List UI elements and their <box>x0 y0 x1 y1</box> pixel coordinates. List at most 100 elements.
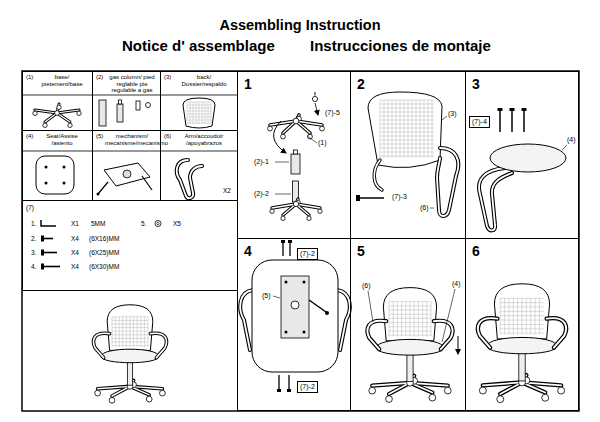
leader-line <box>307 136 317 143</box>
arm-part <box>240 290 253 350</box>
gas-cylinder <box>117 104 123 122</box>
mesh-line <box>122 317 123 347</box>
caster <box>312 96 317 101</box>
chair-arm <box>367 321 386 349</box>
mesh-line <box>410 302 411 337</box>
part-cell: (6)Arm/accoudoir /apoyabrazosX2 <box>160 130 238 201</box>
caster <box>77 111 81 115</box>
arm-part-inner <box>437 148 458 216</box>
insert-arrow <box>458 336 459 354</box>
mesh-line <box>380 100 381 158</box>
mesh-line <box>380 116 434 117</box>
leader-line <box>442 116 447 120</box>
mesh-line <box>539 298 540 334</box>
chair-back <box>494 284 549 339</box>
mesh-line <box>389 310 431 311</box>
caster <box>307 216 311 220</box>
mesh-line <box>389 318 431 319</box>
hex-key <box>41 220 56 226</box>
mesh-line <box>389 302 390 337</box>
mechanism-hole <box>303 281 306 284</box>
back-part <box>183 98 215 128</box>
arm-part <box>479 168 512 230</box>
mesh-line <box>112 316 148 317</box>
hardware-cell: (7)1.X15MM5.X52.X4(6X16)MM3.X4(6X25)MM4.… <box>22 200 238 291</box>
bolt-shaft <box>44 252 57 254</box>
mesh-line <box>112 327 148 328</box>
mesh-line <box>384 100 385 158</box>
mesh-line <box>187 123 211 124</box>
mesh-line <box>396 100 397 158</box>
part-cell: (1)base/ pietement/base <box>22 71 93 131</box>
hardware-text: 4. <box>31 263 36 270</box>
callout-box: (7)-2 <box>297 248 318 260</box>
hardware-text: 2. <box>31 235 36 242</box>
cover-part <box>136 101 140 110</box>
chair-arm-inner <box>150 333 166 357</box>
chair-seat <box>487 337 557 353</box>
bolt-shaft <box>499 111 501 132</box>
leader-line <box>430 208 434 209</box>
caster <box>318 209 322 213</box>
mesh-line <box>112 338 148 339</box>
bolt-shaft <box>360 197 384 199</box>
callout-number: (4) <box>567 136 576 144</box>
mechanism-socket <box>291 301 299 309</box>
mesh-line <box>130 317 131 347</box>
mesh-line <box>140 317 141 347</box>
insert-arrow <box>315 103 318 115</box>
mesh-line <box>500 302 544 303</box>
bolt-shaft <box>278 375 279 389</box>
chair-arm <box>547 318 566 347</box>
outer-frame <box>22 71 579 411</box>
seat-hole <box>45 166 48 169</box>
mesh-line <box>426 302 427 337</box>
step-panel: 4(7)-2(7)-2 <box>237 238 351 411</box>
callout-number: (7)-3 <box>392 193 407 201</box>
mesh-line <box>202 102 203 124</box>
caster <box>497 396 504 403</box>
caster <box>429 394 436 401</box>
bolt-head <box>522 108 527 111</box>
quantity: X2 <box>223 187 231 194</box>
seat-part <box>490 144 566 172</box>
bolt-shaft <box>523 111 525 132</box>
mesh-line <box>517 298 518 334</box>
mesh-line <box>500 324 544 325</box>
mesh-line <box>148 317 149 347</box>
mesh-line <box>112 320 148 321</box>
chair-arm <box>150 333 166 357</box>
mesh-line <box>187 105 211 106</box>
caster <box>160 390 166 396</box>
base-hub <box>55 111 60 116</box>
mechanism-hole <box>285 331 288 334</box>
step-number: 6 <box>472 244 480 259</box>
mesh-line <box>400 100 401 158</box>
gas-cover <box>291 154 300 174</box>
assembly-arrow <box>274 121 286 153</box>
mesh-line <box>380 144 434 145</box>
mesh-line <box>380 156 434 157</box>
mesh-line <box>193 102 194 124</box>
step-panel: 1 <box>237 71 351 239</box>
bolt-head <box>287 389 291 392</box>
mesh-line <box>397 302 398 337</box>
mesh-line <box>380 148 434 149</box>
seat-hole <box>45 182 48 185</box>
mesh-line <box>112 331 148 332</box>
step-panel: 6 <box>465 238 579 411</box>
mesh-line <box>500 315 544 316</box>
mesh-line <box>389 305 431 306</box>
callout-number: (3) <box>448 110 457 118</box>
seat-hole <box>63 166 66 169</box>
base-leg-inner <box>35 110 57 113</box>
mesh-line <box>380 124 434 125</box>
callout-number: (7)-2 <box>300 250 315 258</box>
base-hub <box>293 118 299 124</box>
chair-seat <box>101 349 159 363</box>
callout-number: (7)-4 <box>472 118 487 126</box>
caster <box>270 209 274 213</box>
base-hub <box>293 201 298 206</box>
part-name: mechanism/ mecanisme/mecanismo <box>105 133 159 146</box>
